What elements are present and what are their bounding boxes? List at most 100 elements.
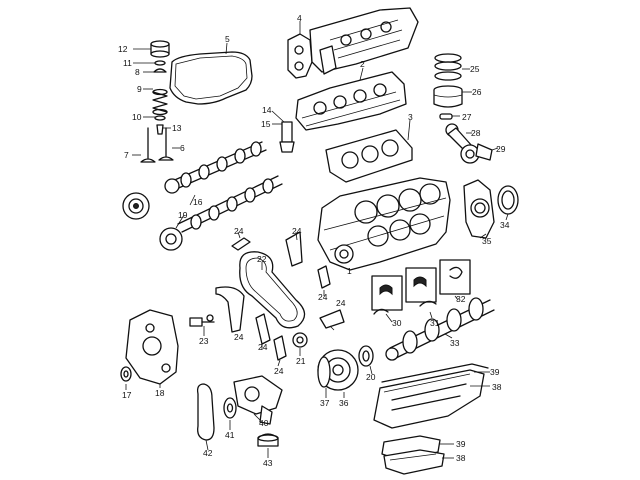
part-12-oil-filler-cap <box>150 40 170 58</box>
part-5-valve-cover-gasket <box>169 51 253 105</box>
part-43-oil-filter-cap <box>257 433 279 447</box>
callout-14: 14 <box>262 105 272 115</box>
part-30-thrust-washer <box>373 308 389 315</box>
part-24-tensioner-rail <box>319 309 345 329</box>
callout-38-b: 38 <box>456 453 466 463</box>
callout-22: 22 <box>257 254 267 264</box>
part-1-engine-block <box>317 177 451 271</box>
part-35-rear-seal-housing <box>463 179 495 239</box>
callout-10: 10 <box>132 112 142 122</box>
part-24-guide-small <box>273 335 287 361</box>
callout-36: 36 <box>339 398 349 408</box>
part-17-cover-seal <box>120 366 132 382</box>
callout-34: 34 <box>500 220 510 230</box>
callout-20: 20 <box>366 372 376 382</box>
part-13-valve-seal <box>156 124 164 135</box>
part-19-cam-sprocket <box>122 192 183 251</box>
callout-21: 21 <box>296 356 306 366</box>
part-40-oil-pump <box>233 375 283 425</box>
part-42-pump-chain <box>196 383 215 441</box>
callout-8: 8 <box>135 67 140 77</box>
part-16-camshaft-lower <box>177 175 283 233</box>
callout-16: 16 <box>193 197 203 207</box>
callout-19: 19 <box>178 210 188 220</box>
callout-25: 25 <box>470 64 480 74</box>
callout-24-e: 24 <box>234 332 244 342</box>
part-26-piston <box>433 85 463 108</box>
leader-lines <box>125 21 509 459</box>
part-25-piston-rings <box>434 53 462 81</box>
part-39-upper-pan-gasket <box>381 363 489 383</box>
callout-24-g: 24 <box>274 366 284 376</box>
callout-5: 5 <box>225 34 230 44</box>
callout-7: 7 <box>124 150 129 160</box>
callout-15: 15 <box>261 119 271 129</box>
callout-9: 9 <box>137 84 142 94</box>
callout-28: 28 <box>471 128 481 138</box>
callout-41: 41 <box>225 430 235 440</box>
callout-42: 42 <box>203 448 213 458</box>
part-24-tensioner <box>317 265 331 289</box>
callout-3: 3 <box>408 112 413 122</box>
part-24-guide-lower <box>255 313 271 345</box>
part-21-idler <box>292 332 308 348</box>
callout-23: 23 <box>199 336 209 346</box>
callout-12: 12 <box>118 44 128 54</box>
part-18-timing-cover <box>125 309 179 385</box>
part-24-chain-guide-right <box>285 231 303 267</box>
part-28-connecting-rod <box>445 123 480 164</box>
valve-cover-assembly <box>309 7 419 75</box>
part-37-front-seal <box>317 356 331 388</box>
part-22-timing-chain <box>239 251 306 329</box>
part-10-retainer <box>154 115 166 121</box>
callout-2: 2 <box>360 59 365 69</box>
part-11-ring <box>154 60 166 66</box>
callout-labels: 12 11 8 5 4 2 3 9 10 13 7 6 14 15 16 19 … <box>118 13 510 468</box>
callout-24-f: 24 <box>258 342 268 352</box>
part-23-crank-sensor <box>189 314 215 327</box>
part-41-pump-sprocket <box>223 397 237 419</box>
part-34-rear-main-seal <box>497 185 519 215</box>
part-16-camshaft-upper <box>164 141 267 194</box>
callout-43: 43 <box>263 458 273 468</box>
callout-24-a: 24 <box>292 226 302 236</box>
part-4-cam-sensor-plate <box>287 33 313 79</box>
callout-39-b: 39 <box>456 439 466 449</box>
callout-13: 13 <box>172 123 182 133</box>
part-7-intake-valve <box>140 127 156 163</box>
part-2-cylinder-head <box>295 71 407 131</box>
callout-37: 37 <box>320 398 330 408</box>
callout-1: 1 <box>347 266 352 276</box>
part-31-thrust-washer <box>419 300 437 307</box>
part-29-rod-cap <box>475 143 493 161</box>
part-27-piston-pin <box>439 113 453 120</box>
part-32-main-bearings <box>371 259 471 311</box>
callout-29: 29 <box>496 144 506 154</box>
callout-6: 6 <box>180 143 185 153</box>
callout-26: 26 <box>472 87 482 97</box>
part-9-valve-spring <box>152 88 168 116</box>
part-14-lifter <box>279 121 295 153</box>
callout-18: 18 <box>155 388 165 398</box>
part-24-chain-guide-top <box>231 237 251 251</box>
callout-38-a: 38 <box>492 382 502 392</box>
callout-35: 35 <box>482 236 492 246</box>
callout-31: 31 <box>430 318 440 328</box>
callout-4: 4 <box>297 13 302 23</box>
callout-40: 40 <box>259 418 269 428</box>
part-20-crank-sprocket <box>358 345 374 367</box>
part-6-exhaust-valve <box>158 127 174 161</box>
part-24-chain-guide-left <box>215 286 245 333</box>
callout-32: 32 <box>456 294 466 304</box>
callout-17: 17 <box>122 390 132 400</box>
part-38-lower-oil-pan <box>383 449 445 475</box>
callout-39-a: 39 <box>490 367 500 377</box>
callout-11: 11 <box>123 58 132 68</box>
callout-24-d: 24 <box>336 298 346 308</box>
part-8-seal <box>153 68 167 73</box>
part-3-head-gasket <box>325 129 413 183</box>
callout-27: 27 <box>462 112 472 122</box>
callout-24-c: 24 <box>318 292 328 302</box>
